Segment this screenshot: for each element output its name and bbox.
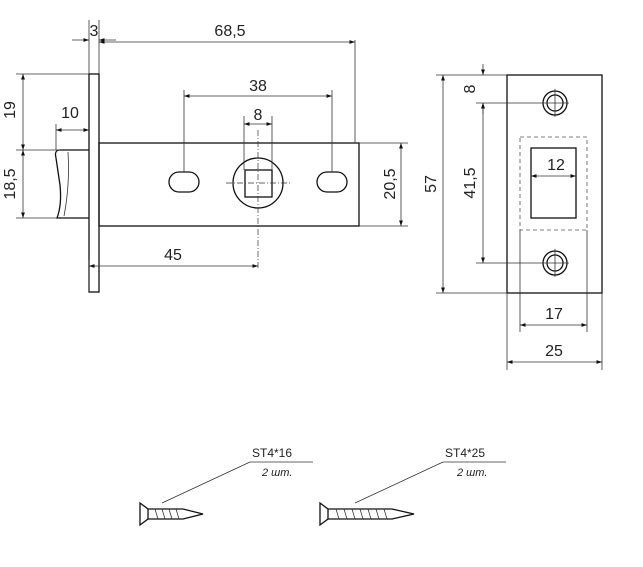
screw-qty: 2 шт. [261,467,292,479]
screw-short: ST4*16 2 шт. [139,446,313,527]
dim-backset: 45 [164,247,182,264]
screw-long: ST4*25 2 шт. [319,446,506,527]
dim-top-offset: 19 [2,101,19,119]
latch-view: 3 68,5 38 8 20,5 19 18,5 10 45 [2,20,408,293]
screw-hole-bottom [541,249,569,277]
screw-head [139,501,149,527]
dim-backset-total: 68,5 [214,23,245,40]
latch-body [98,142,360,227]
dim-latch-bolt-height: 18,5 [2,168,19,199]
screw-head [319,501,329,527]
strike-opening [530,147,577,219]
mounting-slot-right [316,171,348,193]
screw-hole-top [541,89,569,117]
screw-code: ST4*25 [445,446,485,460]
dim-screw-offset: 8 [462,84,479,93]
mounting-slot-left [168,171,200,193]
screw-shank [328,508,415,520]
dim-bolt-projection: 10 [61,105,79,122]
latch-faceplate [88,73,100,293]
dim-body-height: 20,5 [382,168,399,199]
strike-plate [506,74,603,294]
dim-spindle-size: 8 [254,107,263,124]
dim-plate-width: 25 [545,343,563,360]
screw-shank [148,508,204,520]
screw-code: ST4*16 [252,446,292,460]
screw-qty: 2 шт. [456,467,487,479]
dim-plate-height: 57 [423,175,440,193]
strike-recess-outline [519,136,588,231]
dim-hole-spacing: 38 [249,78,267,95]
dim-inner-width: 17 [545,306,563,323]
leader-line [161,461,251,504]
spindle-square [244,169,273,198]
dim-screw-spacing: 41,5 [462,167,479,198]
latch-bolt-bevel [63,151,69,217]
dim-opening-width: 12 [547,157,565,174]
dim-faceplate-thickness: 3 [90,23,99,40]
latch-bolt [54,149,89,219]
leader-line [354,461,444,504]
strike-view: 8 41,5 57 12 17 25 [423,64,603,370]
